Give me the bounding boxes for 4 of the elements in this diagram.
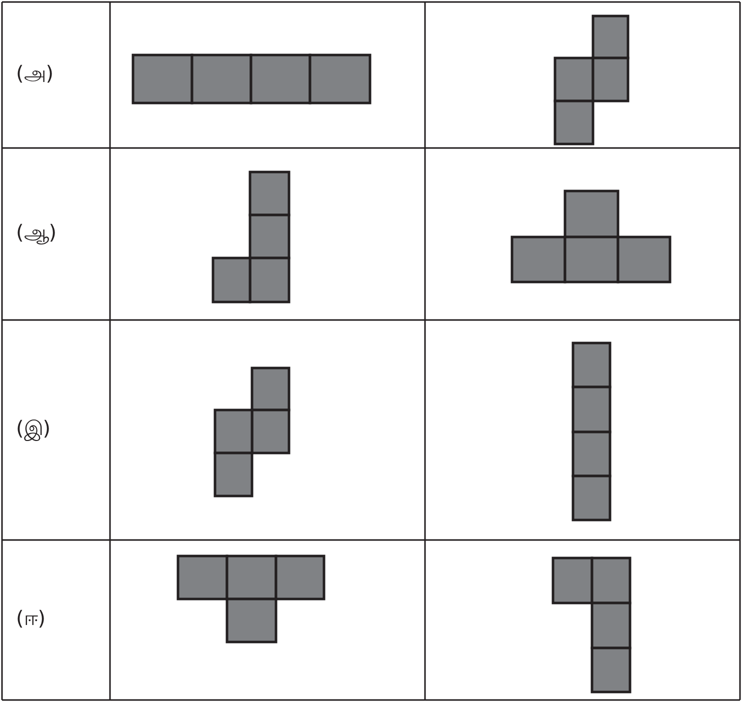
- row-label: (இ): [16, 416, 51, 442]
- row-label: (ஈ): [16, 606, 46, 632]
- row-label: (ஆ): [16, 220, 57, 246]
- row-label: (அ): [16, 61, 54, 87]
